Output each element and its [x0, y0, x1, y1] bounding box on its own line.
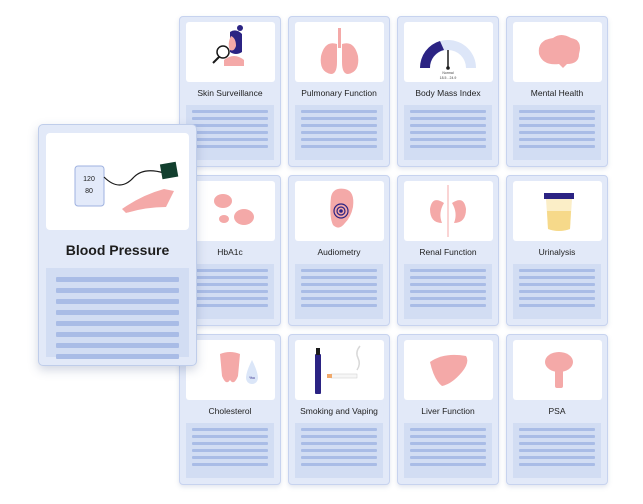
text-placeholder-lines: [404, 264, 492, 319]
featured-card-blood-pressure[interactable]: 120 80 Blood Pressure: [38, 124, 197, 366]
card-label: Liver Function: [421, 406, 475, 416]
text-placeholder-lines: [186, 264, 274, 319]
test-card-cholesterol[interactable]: %o Cholesterol: [179, 334, 281, 485]
monitor-diastolic: 80: [85, 188, 93, 195]
card-label: Pulmonary Function: [301, 88, 377, 98]
text-placeholder-lines: [46, 268, 189, 359]
card-label: Audiometry: [317, 247, 361, 257]
card-label: PSA: [548, 406, 566, 416]
test-card-body-mass-index[interactable]: Normal 18.5 - 24.9 Body Mass Index: [397, 16, 499, 167]
card-label: Smoking and Vaping: [300, 406, 378, 416]
gauge-caption: Normal: [442, 71, 454, 75]
test-card-renal-function[interactable]: Renal Function: [397, 175, 499, 326]
cholesterol-illustration: %o: [186, 340, 275, 400]
card-label: Skin Surveillance: [197, 88, 263, 98]
ear-illustration: [295, 181, 384, 241]
card-label: Body Mass Index: [415, 88, 481, 98]
text-placeholder-lines: [295, 105, 383, 160]
kidneys-illustration: [404, 181, 493, 241]
text-placeholder-lines: [513, 105, 601, 160]
lungs-illustration: [295, 22, 384, 82]
card-label: HbA1c: [217, 247, 243, 257]
blood-cells-illustration: [186, 181, 275, 241]
test-card-pulmonary-function[interactable]: Pulmonary Function: [288, 16, 390, 167]
text-placeholder-lines: [295, 264, 383, 319]
prostate-illustration: [513, 340, 602, 400]
text-placeholder-lines: [513, 423, 601, 478]
card-label: Mental Health: [530, 88, 584, 98]
test-card-audiometry[interactable]: Audiometry: [288, 175, 390, 326]
monitor-systolic: 120: [83, 176, 95, 183]
text-placeholder-lines: [186, 423, 274, 478]
card-label: Cholesterol: [208, 406, 252, 416]
test-card-urinalysis[interactable]: Urinalysis: [506, 175, 608, 326]
text-placeholder-lines: [186, 105, 274, 160]
bmi-gauge-illustration: Normal 18.5 - 24.9: [404, 22, 493, 82]
card-label: Renal Function: [419, 247, 477, 257]
test-card-mental-health[interactable]: Mental Health: [506, 16, 608, 167]
sample-cup-illustration: [513, 181, 602, 241]
test-card-liver-function[interactable]: Liver Function: [397, 334, 499, 485]
text-placeholder-lines: [404, 423, 492, 478]
blood-pressure-illustration: 120 80: [46, 133, 189, 230]
text-placeholder-lines: [295, 423, 383, 478]
featured-card-title: Blood Pressure: [65, 242, 170, 258]
test-card-skin-surveillance[interactable]: Skin Surveillance: [179, 16, 281, 167]
gauge-range: 18.5 - 24.9: [440, 76, 457, 80]
text-placeholder-lines: [513, 264, 601, 319]
skin-surveillance-illustration: [186, 22, 275, 82]
liver-illustration: [404, 340, 493, 400]
drop-text: %o: [249, 375, 256, 380]
card-label: Urinalysis: [538, 247, 576, 257]
cigarette-and-vape-illustration: [295, 340, 384, 400]
brain-illustration: [513, 22, 602, 82]
test-card-psa[interactable]: PSA: [506, 334, 608, 485]
text-placeholder-lines: [404, 105, 492, 160]
test-card-smoking-and-vaping[interactable]: Smoking and Vaping: [288, 334, 390, 485]
